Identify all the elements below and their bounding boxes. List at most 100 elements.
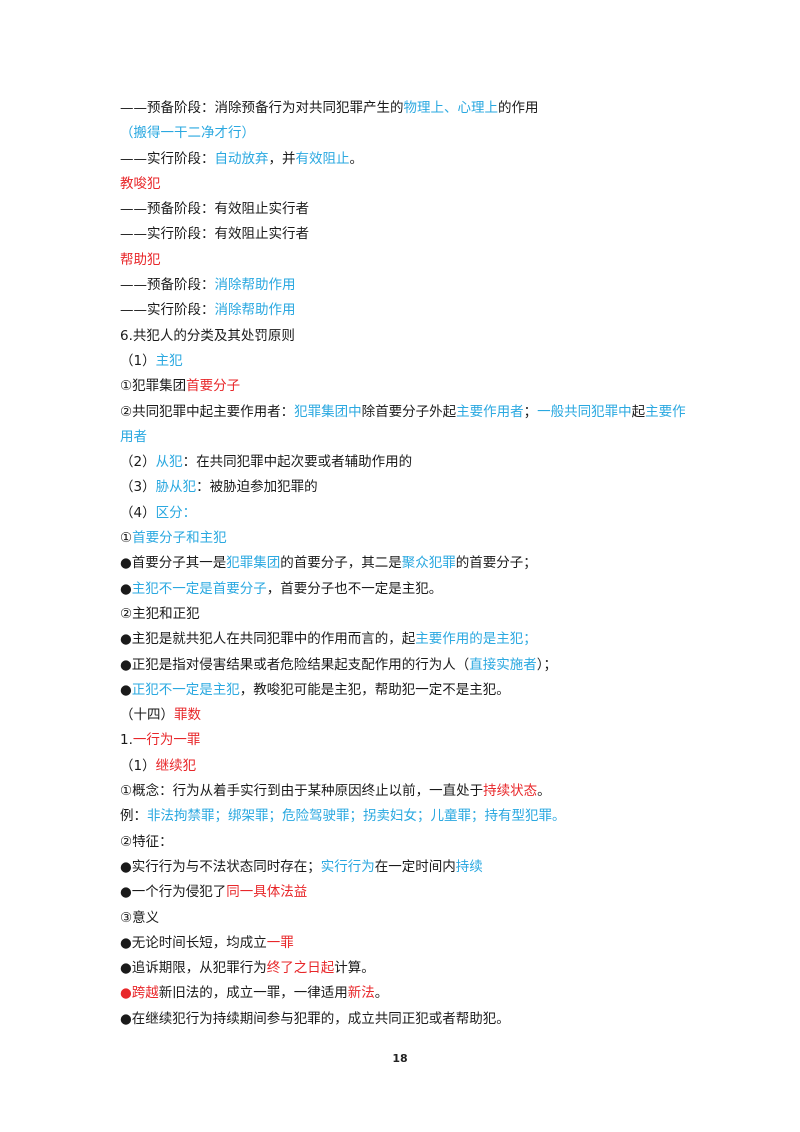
text-line: （1）继续犯 xyxy=(120,754,690,779)
text-segment: ：在共同犯罪中起次要或者辅助作用的 xyxy=(182,454,413,471)
text-line: ③意义 xyxy=(120,906,690,931)
text-segment: 起 xyxy=(631,403,646,420)
text-segment: 除首要分子外起 xyxy=(361,403,457,420)
text-segment: 继续犯 xyxy=(155,757,197,774)
text-segment: 新旧法的，成立一罪，一律适用 xyxy=(158,985,348,1002)
text-segment: ，教唆犯可能是主犯，帮助犯一定不是主犯。 xyxy=(239,681,510,698)
text-segment: ——预备阶段：消除预备行为对共同犯罪产生的 xyxy=(120,100,404,116)
text-segment: 一罪 xyxy=(266,934,294,951)
text-segment: ● xyxy=(120,985,132,1002)
text-segment: ●追诉期限，从犯罪行为 xyxy=(120,960,267,977)
text-line: 帮助犯 xyxy=(120,248,690,273)
text-segment: ●在继续犯行为持续期间参与犯罪的，成立共同正犯或者帮助犯。 xyxy=(120,1010,510,1027)
text-line: ●实行行为与不法状态同时存在；实行行为在一定时间内持续 xyxy=(120,855,690,880)
text-line: ①首要分子和主犯 xyxy=(120,526,690,551)
text-segment: ● xyxy=(120,580,132,597)
text-line: （搬得一干二净才行） xyxy=(120,121,690,146)
text-segment: 物理上、心理上 xyxy=(403,100,499,116)
text-segment: 消除帮助作用 xyxy=(214,302,296,319)
text-segment: ①概念：行为从着手实行到由于某种原因终止以前，一直处于 xyxy=(120,783,484,800)
text-segment: 6.共犯人的分类及其处罚原则 xyxy=(120,327,295,344)
text-line: 6.共犯人的分类及其处罚原则 xyxy=(120,324,690,349)
text-segment: ●首要分子其一是 xyxy=(120,555,227,572)
text-segment: 在一定时间内 xyxy=(374,858,456,875)
text-line: ——实行阶段：自动放弃，并有效阻止。 xyxy=(120,147,690,172)
text-line: ——实行阶段：消除帮助作用 xyxy=(120,298,690,323)
text-segment: 罪数 xyxy=(174,707,201,724)
text-segment: ① xyxy=(120,530,133,547)
text-segment: ——实行阶段：有效阻止实行者 xyxy=(120,226,309,243)
text-line: ●无论时间长短，均成立一罪 xyxy=(120,931,690,956)
text-segment: ； xyxy=(523,403,538,420)
text-segment: 主要作用的是主犯； xyxy=(415,631,537,648)
text-segment: （2） xyxy=(120,454,156,471)
text-segment: 首要分子和主犯 xyxy=(132,530,227,547)
text-segment: ●一个行为侵犯了 xyxy=(120,884,227,901)
text-line: （1）主犯 xyxy=(120,349,690,374)
text-segment: 持续状态 xyxy=(483,783,538,800)
text-segment: 。 xyxy=(349,150,364,167)
text-segment: 计算。 xyxy=(334,960,375,977)
text-segment: ● xyxy=(120,681,132,698)
text-segment: 胁从犯 xyxy=(155,479,197,496)
text-line: ②共同犯罪中起主要作用者：犯罪集团中除首要分子外起主要作用者；一般共同犯罪中起主… xyxy=(120,400,690,451)
text-segment: 帮助犯 xyxy=(120,251,161,268)
text-segment: 终了之日起 xyxy=(266,960,335,977)
text-segment: ②主犯和正犯 xyxy=(120,605,200,622)
text-segment: （1） xyxy=(120,757,156,774)
text-segment: 非法拘禁罪；绑架罪；危险驾驶罪；拐卖妇女；儿童罪；持有型犯罪。 xyxy=(147,808,566,825)
text-segment: 主犯 xyxy=(155,352,183,369)
text-segment: 。 xyxy=(374,985,389,1002)
text-segment: ●实行行为与不法状态同时存在； xyxy=(120,858,321,875)
text-line: （2）从犯：在共同犯罪中起次要或者辅助作用的 xyxy=(120,450,690,475)
text-line: ●正犯不一定是主犯，教唆犯可能是主犯，帮助犯一定不是主犯。 xyxy=(120,678,690,703)
page-number: 18 xyxy=(392,1052,408,1065)
text-segment: 主犯不一定是首要分子 xyxy=(131,580,267,597)
text-line: ●首要分子其一是犯罪集团的首要分子，其二是聚众犯罪的首要分子； xyxy=(120,551,690,576)
text-line: ●在继续犯行为持续期间参与犯罪的，成立共同正犯或者帮助犯。 xyxy=(120,1007,690,1032)
text-segment: ●无论时间长短，均成立 xyxy=(120,934,267,951)
text-segment: ●正犯是指对侵害结果或者危险结果起支配作用的行为人（ xyxy=(120,656,470,673)
text-segment: 犯罪集团 xyxy=(226,555,281,572)
text-segment: 直接实施者 xyxy=(469,656,537,673)
text-line: 教唆犯 xyxy=(120,172,690,197)
text-segment: 主要作用者 xyxy=(456,403,524,420)
text-segment: ●主犯是就共犯人在共同犯罪中的作用而言的，起 xyxy=(120,631,416,648)
text-segment: 的首要分子，其二是 xyxy=(280,555,402,572)
text-segment: （1） xyxy=(120,352,156,369)
text-segment: 的作用 xyxy=(498,100,539,116)
text-segment: 自动放弃 xyxy=(214,150,269,167)
text-segment: ，并 xyxy=(268,150,296,167)
text-segment: ——实行阶段： xyxy=(120,150,215,167)
text-line: 1.一行为一罪 xyxy=(120,728,690,753)
text-segment: 新法 xyxy=(347,985,375,1002)
text-segment: 聚众犯罪 xyxy=(401,555,456,572)
text-segment: ——实行阶段： xyxy=(120,302,215,319)
text-segment: ——预备阶段： xyxy=(120,277,215,294)
text-segment: 持续 xyxy=(455,858,483,875)
text-segment: 消除帮助作用 xyxy=(214,277,296,294)
text-segment: ——预备阶段：有效阻止实行者 xyxy=(120,201,309,218)
text-line: （3）胁从犯：被胁迫参加犯罪的 xyxy=(120,475,690,500)
text-segment: 正犯不一定是主犯 xyxy=(131,681,240,698)
text-line: ——预备阶段：消除预备行为对共同犯罪产生的物理上、心理上的作用 xyxy=(120,96,690,121)
text-line: ——实行阶段：有效阻止实行者 xyxy=(120,222,690,247)
text-line: （4）区分： xyxy=(120,501,690,526)
text-segment: 首要分子 xyxy=(186,378,241,395)
text-segment: 例： xyxy=(120,808,147,825)
text-line: 例：非法拘禁罪；绑架罪；危险驾驶罪；拐卖妇女；儿童罪；持有型犯罪。 xyxy=(120,804,690,829)
text-line: ●正犯是指对侵害结果或者危险结果起支配作用的行为人（直接实施者）； xyxy=(120,653,690,678)
text-segment: ①犯罪集团 xyxy=(120,378,187,395)
text-segment: 的首要分子； xyxy=(455,555,537,572)
text-line: ①概念：行为从着手实行到由于某种原因终止以前，一直处于持续状态。 xyxy=(120,779,690,804)
text-segment: （搬得一干二净才行） xyxy=(120,125,255,142)
text-segment: 教唆犯 xyxy=(120,175,161,192)
text-segment: 有效阻止 xyxy=(295,150,350,167)
text-segment: （十四） xyxy=(120,707,174,724)
text-segment: ②特征： xyxy=(120,833,173,850)
text-segment: 同一具体法益 xyxy=(226,884,308,901)
text-segment: 。 xyxy=(537,783,551,800)
text-segment: （4） xyxy=(120,504,156,521)
text-segment: 跨越 xyxy=(131,985,159,1002)
text-line: ●一个行为侵犯了同一具体法益 xyxy=(120,880,690,905)
